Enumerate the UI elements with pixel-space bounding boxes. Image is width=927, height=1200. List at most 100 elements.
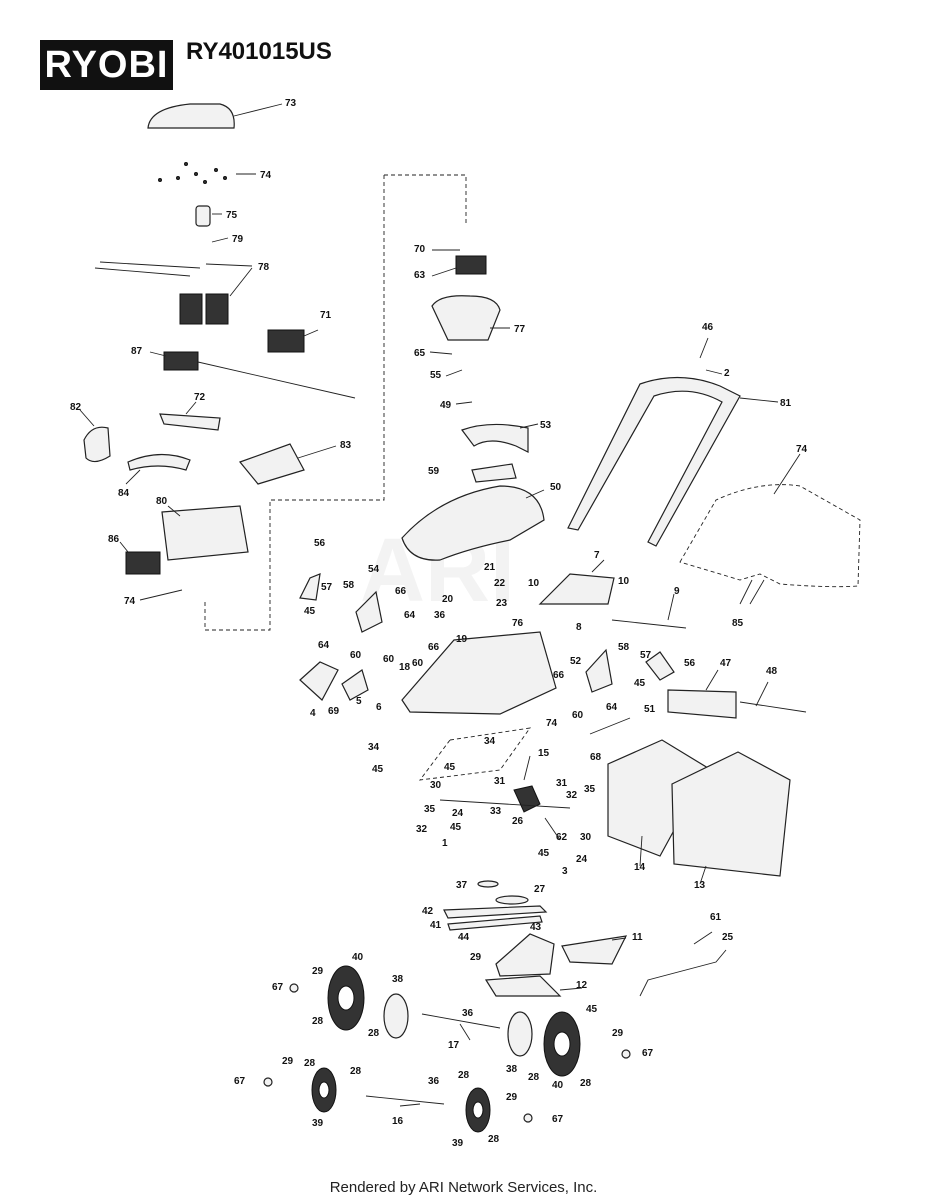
callout-c38b: 38 (506, 1064, 518, 1075)
callout-c13: 13 (694, 880, 706, 891)
leader-86 (119, 541, 129, 553)
wheel-40-left (327, 965, 365, 1031)
footer-credit: Rendered by ARI Network Services, Inc. (329, 1179, 598, 1196)
model-number: RY401015US (186, 38, 332, 65)
callout-c18: 18 (399, 662, 411, 673)
motor-housing-part (431, 295, 501, 341)
callout-c9: 9 (674, 586, 680, 597)
lens-part (159, 413, 221, 431)
leader-74c (773, 453, 801, 495)
rod-part (611, 619, 687, 629)
leader-80 (167, 505, 181, 517)
callout-c45b: 45 (634, 678, 646, 689)
callout-c19: 19 (456, 634, 468, 645)
motor-part (455, 255, 487, 275)
callout-c32b: 32 (416, 824, 428, 835)
callout-c79: 79 (232, 234, 244, 245)
callout-c6: 6 (376, 702, 382, 713)
wheel-38-left (383, 993, 409, 1039)
callout-c39a: 39 (312, 1118, 324, 1129)
control-panel-part (538, 573, 615, 605)
callout-c43: 43 (530, 922, 542, 933)
leader-84 (125, 469, 141, 485)
ryobi-logo: RYOBI (40, 40, 173, 90)
chute-base-part (484, 975, 562, 997)
callout-c28e: 28 (304, 1058, 316, 1069)
wire-harness-part (94, 261, 201, 277)
callout-c17: 17 (448, 1040, 460, 1051)
callout-c2: 2 (724, 368, 730, 379)
callout-c39b: 39 (452, 1138, 464, 1149)
callout-c45f: 45 (538, 848, 550, 859)
callout-c28c: 28 (528, 1072, 540, 1083)
callout-c24b: 24 (576, 854, 588, 865)
callout-c62: 62 (556, 832, 568, 843)
callout-c61: 61 (710, 912, 722, 923)
callout-c53: 53 (540, 420, 552, 431)
leader-81 (739, 397, 779, 403)
callout-c28f: 28 (350, 1066, 362, 1077)
callout-c55: 55 (430, 370, 442, 381)
callout-c78: 78 (258, 262, 270, 273)
callout-c1: 1 (442, 838, 448, 849)
callout-c81: 81 (780, 398, 792, 409)
leader-74b (139, 589, 183, 601)
fan-part (495, 895, 529, 905)
callout-c20: 20 (442, 594, 454, 605)
leader-13 (699, 865, 707, 885)
side-cover-part (238, 443, 305, 485)
callout-c57a: 57 (321, 582, 333, 593)
callout-c66c: 66 (553, 670, 565, 681)
callout-c69: 69 (328, 706, 340, 717)
callout-c74d: 74 (546, 718, 558, 729)
callout-c36c: 36 (428, 1076, 440, 1087)
callout-c58b: 58 (618, 642, 630, 653)
callout-c75: 75 (226, 210, 238, 221)
callout-c31a: 31 (494, 776, 506, 787)
callout-c60c: 60 (412, 658, 424, 669)
callout-c74a: 74 (260, 170, 272, 181)
leader-85 (739, 579, 765, 605)
callout-c66a: 66 (395, 586, 407, 597)
handle-assembly-part (567, 376, 741, 547)
mulch-plug-part (561, 935, 628, 965)
leader-9 (667, 593, 675, 621)
callout-c63: 63 (414, 270, 426, 281)
callout-c60d: 60 (572, 710, 584, 721)
leader-3 (544, 817, 561, 841)
callout-c60b: 60 (383, 654, 395, 665)
callout-labels: 7374757978718782728483808674706377655549… (70, 98, 808, 1149)
cover-69-part (341, 669, 369, 701)
callout-c44: 44 (458, 932, 470, 943)
label-plate-part (471, 463, 517, 483)
group-dash-line-b (384, 174, 467, 225)
leader-83 (297, 445, 337, 459)
callout-c45c: 45 (372, 764, 384, 775)
leader-7 (591, 559, 605, 573)
callout-c34b: 34 (484, 736, 496, 747)
callout-c23: 23 (496, 598, 508, 609)
callout-c64a: 64 (404, 610, 416, 621)
callout-c30b: 30 (580, 832, 592, 843)
leader-65-55 (429, 351, 463, 377)
callout-c4: 4 (310, 708, 316, 719)
rear-axle-part (365, 1095, 445, 1105)
callout-c28a: 28 (312, 1016, 324, 1027)
callout-c60a: 60 (350, 650, 362, 661)
blade-upper-part (443, 905, 548, 919)
leader-73 (233, 103, 283, 117)
callout-c67a: 67 (272, 982, 284, 993)
callout-c25: 25 (722, 932, 734, 943)
leader-12 (559, 987, 583, 991)
callout-c29a: 29 (470, 952, 482, 963)
callout-c56a: 56 (314, 538, 326, 549)
callout-c31b: 31 (556, 778, 568, 789)
callout-c45a: 45 (304, 606, 316, 617)
callout-c72: 72 (194, 392, 206, 403)
callout-c56b: 56 (684, 658, 696, 669)
height-adjust-right-part (585, 648, 613, 693)
wheel-40-right (543, 1011, 581, 1077)
callout-c68: 68 (590, 752, 602, 763)
callout-c86: 86 (108, 534, 120, 545)
axle-31-part (439, 799, 571, 809)
